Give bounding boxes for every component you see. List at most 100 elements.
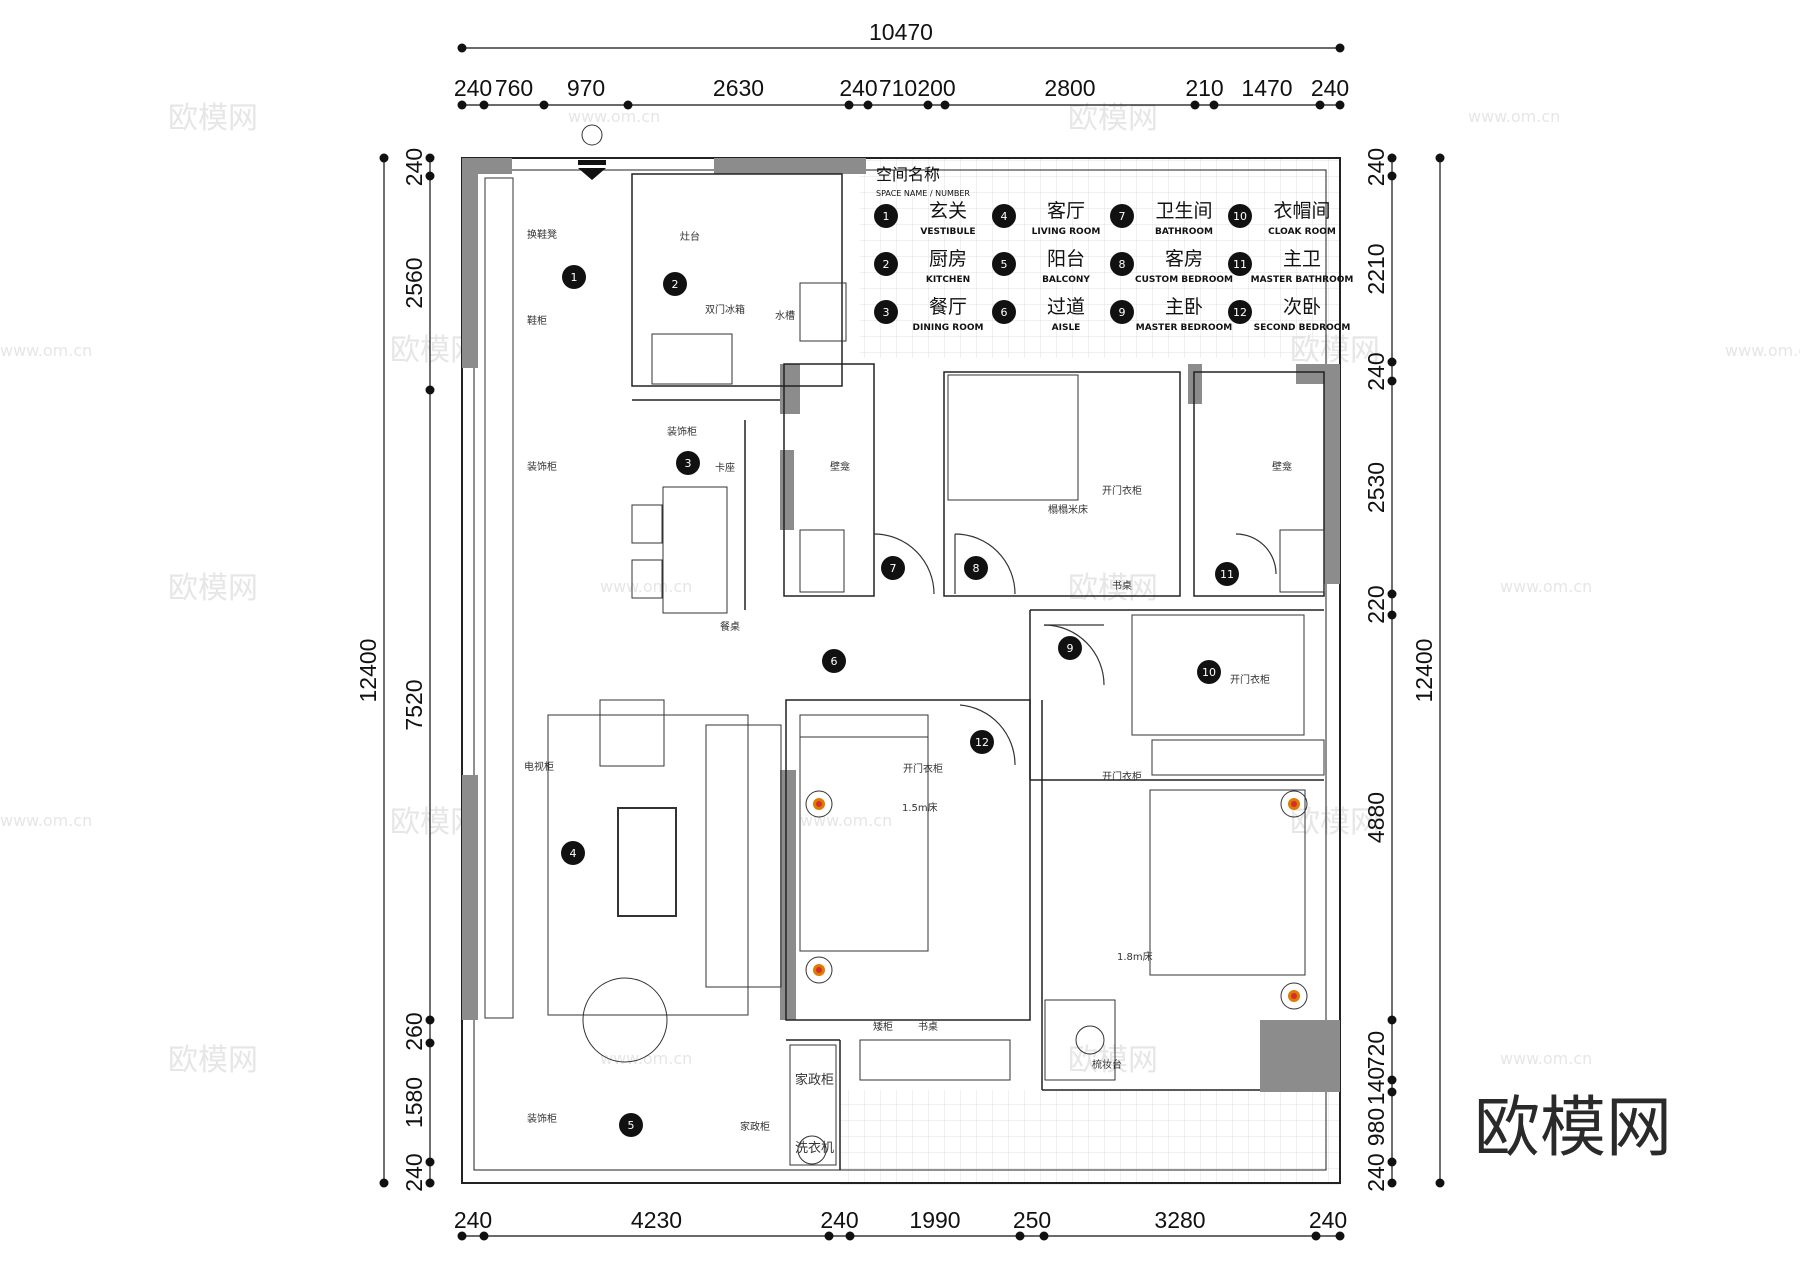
watermark-text: 欧模网: [1068, 1043, 1158, 1078]
room-marker-1: [562, 265, 586, 289]
room-marker-11: [1215, 562, 1239, 586]
dimension-value: 10470: [869, 19, 933, 45]
legend-name-en: AISLE: [1052, 323, 1081, 333]
dimension-value: 200: [917, 75, 955, 101]
watermark-url: www.om.cn: [600, 577, 692, 596]
dimension-value: 970: [567, 75, 605, 101]
dimension-value: 240: [454, 1207, 492, 1233]
label-deco-cabinet: 装饰柜: [667, 425, 697, 438]
watermark-url: www.om.cn: [568, 107, 660, 126]
label-wardrobe: 开门衣柜: [903, 762, 943, 775]
legend-number: 11: [1233, 258, 1247, 271]
dimension-value: 7520: [401, 679, 427, 730]
coffee-table: [617, 807, 677, 917]
legend-name-en: BATHROOM: [1155, 227, 1213, 237]
watermark-url: www.om.cn: [1500, 577, 1592, 596]
dimension-tick: [1315, 100, 1325, 110]
dimension-tick: [457, 43, 467, 53]
legend-marker: [992, 204, 1016, 228]
legend-subtitle: SPACE NAME / NUMBER: [876, 189, 970, 198]
dimension-tick: [425, 1038, 435, 1048]
legend-marker: [1228, 204, 1252, 228]
watermark-text: 欧模网: [168, 101, 258, 136]
exterior-walls: [461, 157, 1341, 1184]
second-wardrobe: [799, 714, 929, 738]
label-card-seat: 卡座: [715, 461, 735, 474]
sofa: [705, 724, 782, 988]
label-desk: 书桌: [918, 1020, 938, 1033]
room-marker-number: 5: [628, 1119, 635, 1132]
legend-name-en: LIVING ROOM: [1032, 227, 1101, 237]
dimension-tick: [1387, 589, 1397, 599]
legend-name-zh: 卫生间: [1155, 200, 1212, 222]
dimension-tick: [623, 100, 633, 110]
dimension-tick: [1387, 153, 1397, 163]
bath-sink: [799, 529, 845, 593]
legend-name-zh: 玄关: [929, 200, 967, 222]
balcony-south-tiles: [840, 1090, 1340, 1185]
dimension-tick: [1335, 100, 1345, 110]
dimension-tick: [1387, 1075, 1397, 1085]
bed-15: [799, 714, 929, 952]
label-wardrobe: 开门衣柜: [1102, 484, 1142, 497]
legend-name-zh: 次卧: [1283, 296, 1321, 318]
structural-walls: [462, 158, 1340, 1092]
dimension-value: 1470: [1241, 75, 1292, 101]
wall-cabinet-strip: [484, 177, 514, 1019]
shower-box: [799, 282, 847, 342]
dimension-tick: [824, 1231, 834, 1241]
label-short-cabinet: 矮柜: [873, 1020, 893, 1033]
dimension-tick: [1387, 1087, 1397, 1097]
dresser-stool: [1075, 1025, 1105, 1055]
dimension-value: 3280: [1154, 1207, 1205, 1233]
legend-marker: [1228, 252, 1252, 276]
dimension-tick: [1435, 153, 1445, 163]
room-marker-number: 3: [685, 457, 692, 470]
watermark-url: www.om.cn: [1468, 107, 1560, 126]
watermark-url: www.om.cn: [800, 811, 892, 830]
legend-name-en: DINING ROOM: [913, 323, 984, 333]
label-fridge: 双门冰箱: [705, 303, 745, 316]
label-dining-table: 餐桌: [720, 620, 740, 633]
legend-name-zh: 厨房: [929, 248, 967, 270]
legend-marker: [874, 252, 898, 276]
room-marker-number: 10: [1202, 666, 1216, 679]
dining-chair: [631, 504, 663, 544]
dimension-value: 1580: [401, 1077, 427, 1128]
legend-number: 2: [883, 258, 890, 271]
label-bed: 1.8m床: [1117, 950, 1153, 963]
label-desk: 书桌: [1112, 579, 1132, 592]
label-tatami: 榻榻米床: [1048, 503, 1088, 516]
room-marker-number: 12: [975, 736, 989, 749]
bed-18: [1149, 789, 1306, 976]
legend-name-en: MASTER BEDROOM: [1136, 323, 1232, 333]
legend-name-en: CLOAK ROOM: [1268, 227, 1336, 237]
legend-name-zh: 主卧: [1165, 296, 1203, 318]
furniture: [484, 177, 1325, 1166]
dimension-value: 2630: [713, 75, 764, 101]
dimension-tick: [425, 171, 435, 181]
dimension-value: 760: [495, 75, 533, 101]
legend-marker: [1228, 300, 1252, 324]
label-deco-cabinet: 装饰柜: [527, 460, 557, 473]
legend-name-zh: 餐厅: [929, 296, 967, 318]
room-marker-5: [619, 1113, 643, 1137]
legend-name-en: KITCHEN: [926, 275, 970, 285]
watermark-url: www.om.cn: [0, 811, 92, 830]
dimension-tick: [1335, 1231, 1345, 1241]
furniture-labels: 换鞋凳 鞋柜 装饰柜 装饰柜 装饰柜 灶台 双门冰箱 水槽 卡座 餐桌 电视柜 …: [524, 228, 1292, 1156]
label-wardrobe: 开门衣柜: [1102, 770, 1142, 783]
legend-number: 1: [883, 210, 890, 223]
dimension-tick: [1387, 1015, 1397, 1025]
dimension-lines: [379, 43, 1445, 1241]
room-marker-4: [561, 841, 585, 865]
dimension-tick: [425, 153, 435, 163]
dimension-value: 240: [454, 75, 492, 101]
